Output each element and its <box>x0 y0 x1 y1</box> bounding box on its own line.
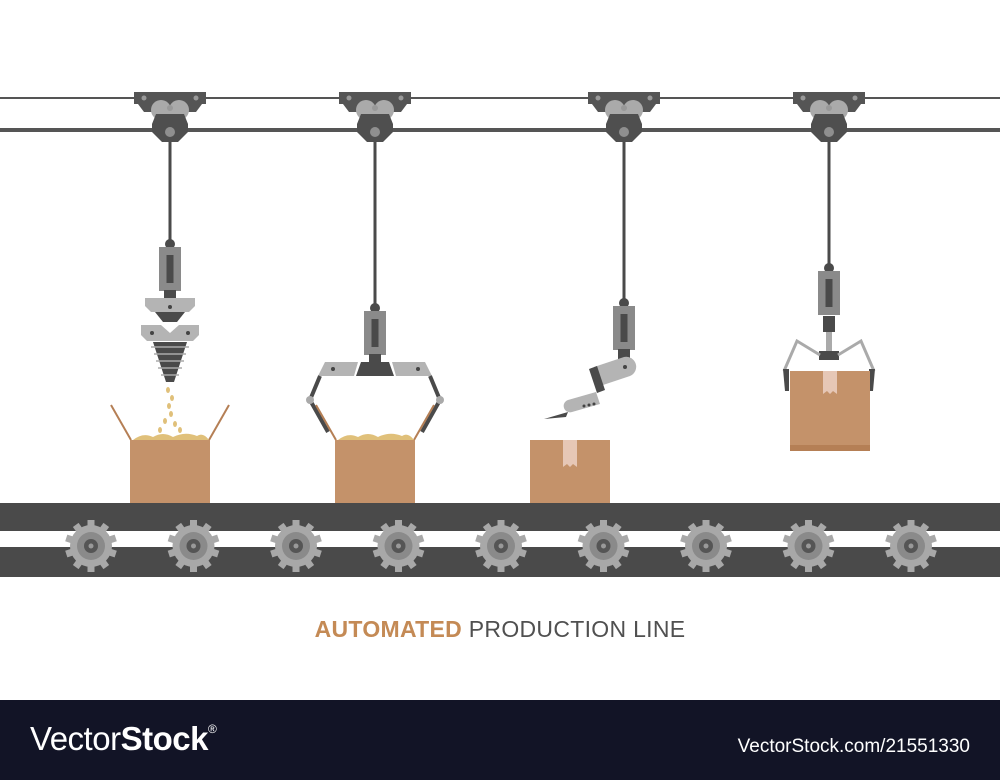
open-box-2 <box>315 404 435 520</box>
falling-grains <box>158 387 182 433</box>
caption-accent: AUTOMATED <box>314 616 463 642</box>
gear-icon <box>680 520 732 572</box>
trolley-1 <box>134 92 206 142</box>
caption-rest: PRODUCTION LINE <box>462 616 686 642</box>
logo-bold: Stock <box>120 720 209 757</box>
watermark-footer: VectorStock® VectorStock.com/21551330 <box>0 700 1000 780</box>
upper-rail <box>0 97 1000 99</box>
gear-icon <box>885 520 937 572</box>
trolley-4 <box>793 92 865 142</box>
gear-icon <box>782 520 835 572</box>
logo-light: Vector <box>30 720 121 757</box>
gear-icon <box>65 520 117 572</box>
gear-icon <box>167 520 220 572</box>
dispenser-tool <box>141 239 199 433</box>
lifted-box-4 <box>790 371 870 451</box>
vectorstock-logo: VectorStock® <box>30 720 217 758</box>
stock-id: VectorStock.com/21551330 <box>737 736 970 757</box>
gear-icon <box>270 520 322 572</box>
open-box-1 <box>110 404 230 520</box>
title-caption: AUTOMATED PRODUCTION LINE <box>0 616 1000 643</box>
trolley-2 <box>339 92 411 142</box>
gripper-tool-open <box>306 303 444 433</box>
production-line-art <box>0 92 1000 577</box>
gear-icon <box>475 520 527 572</box>
trolley-3 <box>588 92 660 142</box>
tape-arm-tool <box>544 298 637 419</box>
gripper-tool-lift <box>782 263 876 391</box>
conveyor-gears <box>65 520 937 572</box>
logo-mark: ® <box>207 722 217 736</box>
lower-rail <box>0 128 1000 132</box>
cables <box>168 140 831 310</box>
gear-icon <box>577 520 630 572</box>
gear-icon <box>372 520 425 572</box>
